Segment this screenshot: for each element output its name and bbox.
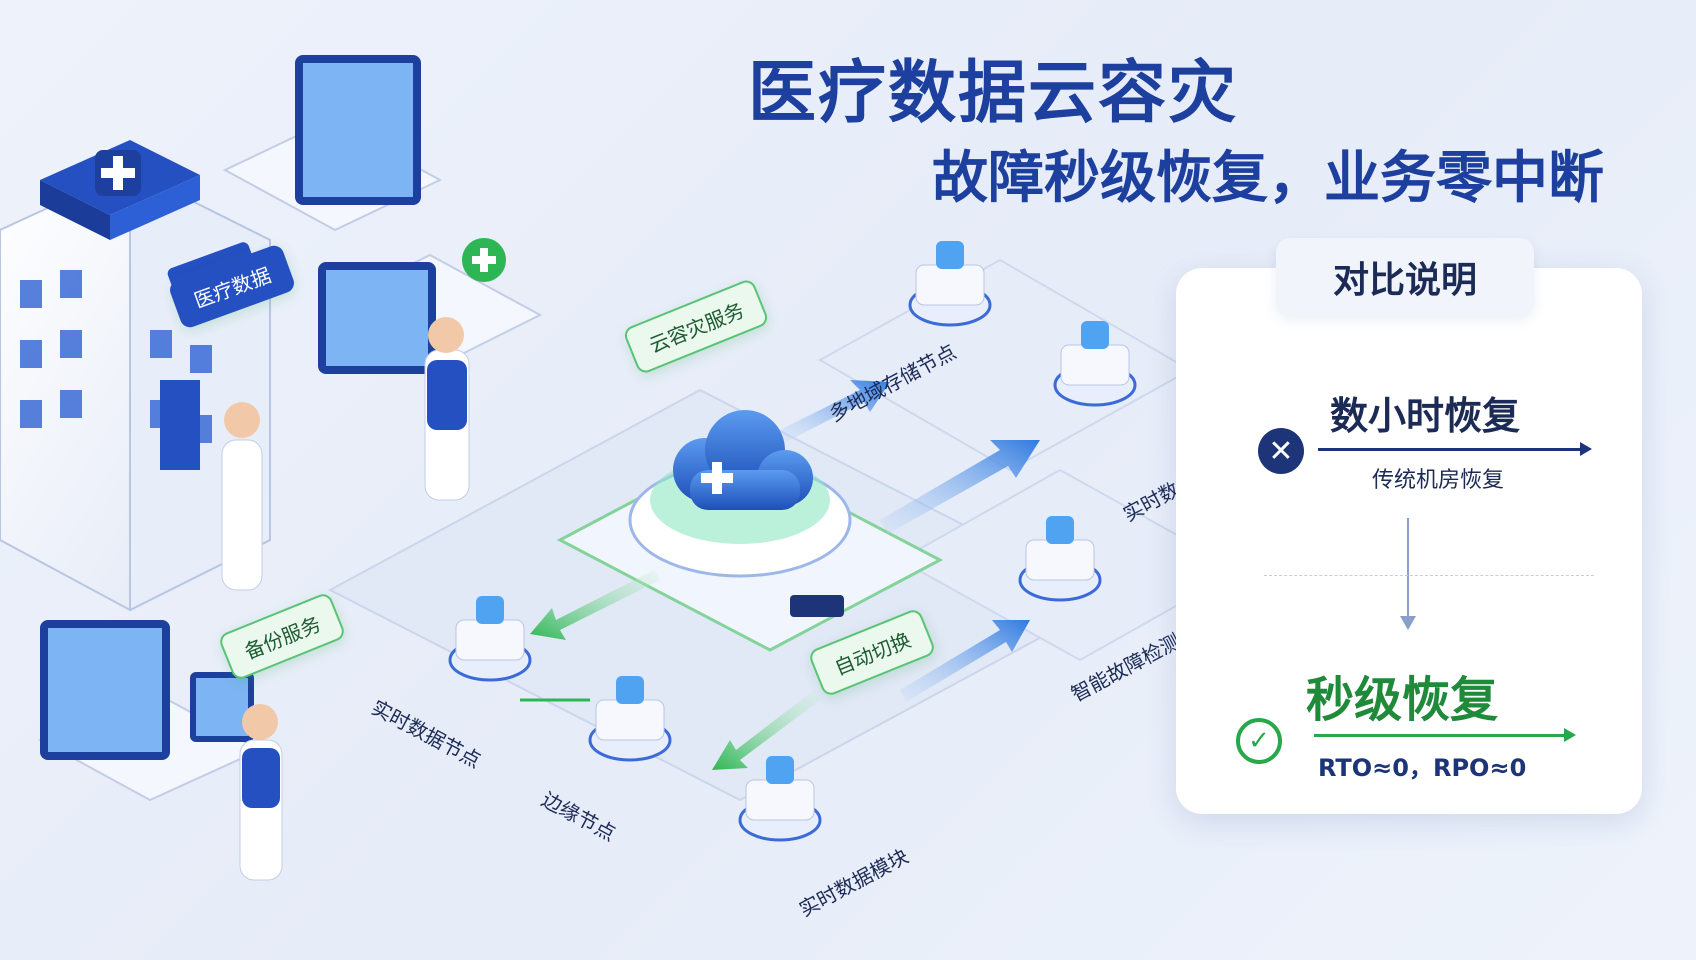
storage-node: [1053, 321, 1137, 407]
workstation-bottom: [37, 620, 263, 802]
down-arrow: [1400, 518, 1416, 630]
fast-recovery-metrics: RTO≈0，RPO≈0: [1318, 754, 1527, 782]
storage-node: [588, 676, 672, 762]
page-title: 医疗数据云容灾: [748, 54, 1239, 133]
storage-node: [448, 596, 532, 682]
cross-icon: ✕: [1258, 428, 1304, 474]
workstation-top: [222, 55, 543, 374]
divider: [1264, 575, 1594, 576]
fast-recovery-arrow: [1314, 728, 1576, 742]
slow-recovery-title: 数小时恢复: [1330, 394, 1521, 438]
comparison-tab: 对比说明: [1276, 238, 1534, 316]
cloud-icon: [673, 410, 813, 510]
storage-node: [1018, 516, 1102, 602]
storage-node: [738, 756, 822, 842]
fast-recovery-title: 秒级恢复: [1306, 672, 1499, 728]
people: [221, 317, 470, 881]
flow-arrows: [520, 380, 1040, 770]
isometric-illustration: [0, 55, 1176, 881]
page-subtitle: 故障秒级恢复，业务零中断: [932, 146, 1604, 211]
headline: 医疗数据云容灾 故障秒级恢复，业务零中断: [748, 54, 1604, 211]
check-icon: ✓: [1236, 718, 1282, 764]
slow-recovery-arrow: [1318, 442, 1592, 456]
slow-recovery-subtitle: 传统机房恢复: [1372, 468, 1505, 493]
storage-node: [908, 241, 992, 327]
plus-badge-icon: [462, 238, 506, 282]
